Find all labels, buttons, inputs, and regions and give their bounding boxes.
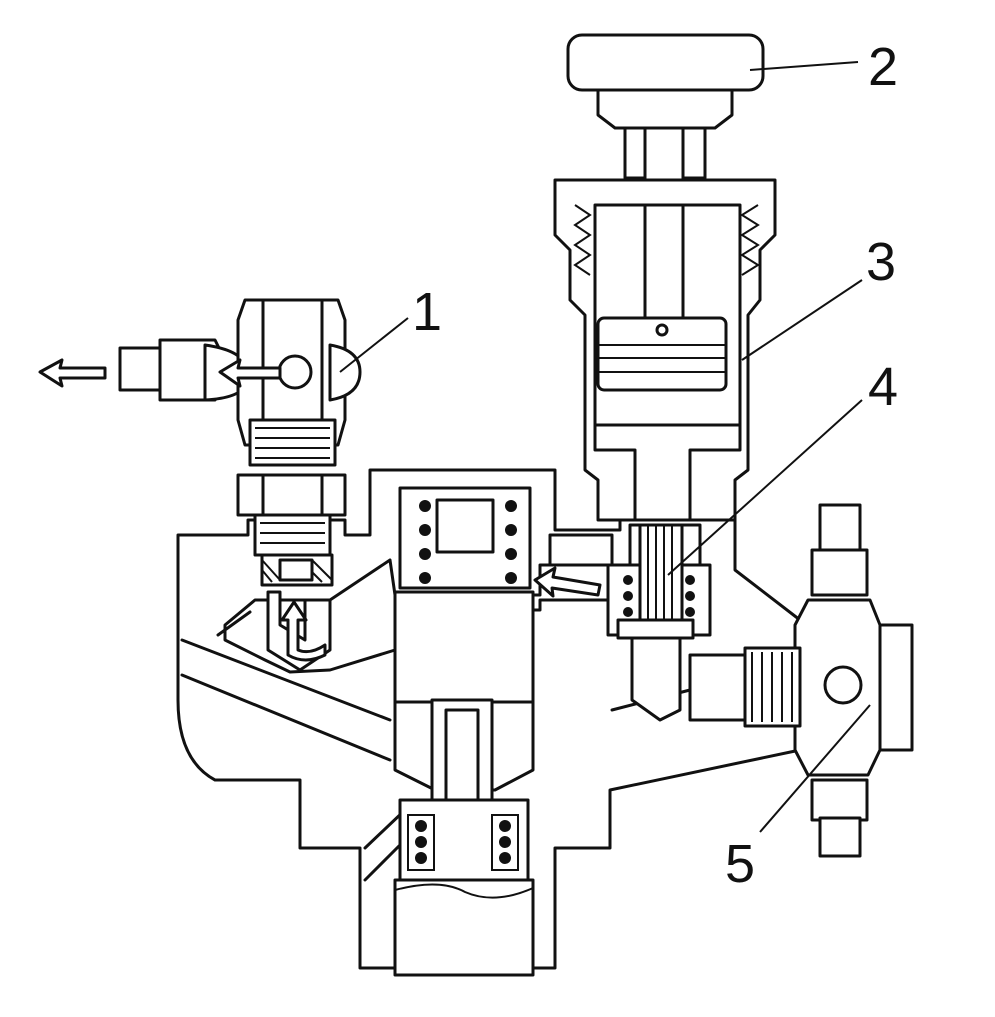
leader-1 xyxy=(339,317,409,373)
lower-spring-right xyxy=(499,820,511,864)
leader-3 xyxy=(741,279,863,361)
lower-spring-left xyxy=(415,820,427,864)
callout-3: 3 xyxy=(866,232,896,292)
channel-arrow xyxy=(533,566,602,598)
callout-4: 4 xyxy=(868,357,898,417)
return-arrow xyxy=(280,600,327,662)
central-valve xyxy=(393,590,535,977)
callout-1: 1 xyxy=(412,282,442,342)
outlet-arrow xyxy=(38,358,107,388)
leader-5 xyxy=(759,704,871,833)
upper-spring-chamber xyxy=(398,486,614,590)
inlet-fitting xyxy=(688,503,914,858)
leader-2 xyxy=(749,61,859,71)
callout-5: 5 xyxy=(725,834,755,894)
callout-2: 2 xyxy=(868,37,898,97)
primer-knob xyxy=(566,33,765,92)
callouts: 1 2 3 4 5 xyxy=(339,37,898,894)
leader-4 xyxy=(667,399,863,576)
outlet-fitting xyxy=(118,298,362,672)
check-valve xyxy=(606,523,712,640)
primer-pump xyxy=(553,33,777,722)
fitting-arrow xyxy=(218,358,282,388)
